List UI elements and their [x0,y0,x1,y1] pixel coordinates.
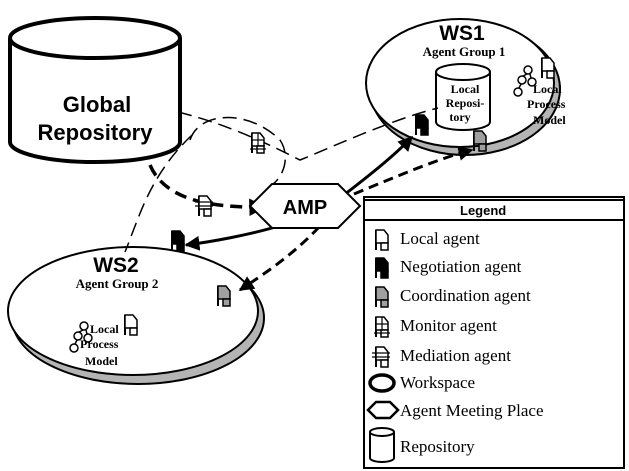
repository-icon [369,427,395,463]
legend-item-local-agent: Local agent [400,229,480,248]
monitor-line-loop-top [189,116,287,186]
legend-item-mediation-agent: Mediation agent [400,346,511,365]
global-repository-label-line2: Repository [38,120,154,145]
ws1-local-repository-line2: Reposi- [446,96,485,110]
legend-item-negotiation-agent: Negotiation agent [400,257,522,276]
global-repository: Global Repository [8,16,182,164]
monitor-line-global-to-ws1 [177,107,439,161]
ws2-group-label: Agent Group 2 [76,276,159,291]
workspace-icon [368,373,396,393]
ws1-process-model-line1: Local [533,82,562,96]
legend-item-agent-meeting-place: Agent Meeting Place [400,401,544,420]
amp-label: AMP [283,197,327,219]
ws1-process-model-line2: Process [527,97,566,111]
ws2-process-model-line3: Model [85,354,118,368]
legend-item-monitor-agent: Monitor agent [400,316,497,335]
legend-title: Legend [460,203,506,218]
negotiation-line-amp-to-ws1 [339,135,414,200]
ws1-title: WS1 [439,22,485,45]
agent-meeting-place: AMP [248,183,362,229]
ws1-local-repository-line3: tory [449,110,470,124]
negotiation-line-amp-to-ws2 [184,223,283,251]
ws2-process-model-line2: Process [80,337,119,351]
legend: Legend Local agent Negotiation agent Coo… [363,196,625,469]
monitor-line-loop-left [124,134,193,253]
workspace-ws1: WS1 Agent Group 1 Local Reposi- tory Loc… [365,18,566,156]
legend-item-workspace: Workspace [400,373,475,392]
ws1-local-repository: Local Reposi- tory [435,63,491,131]
agent-meeting-place-icon [366,400,400,420]
ws2-title: WS2 [93,254,139,277]
global-repository-label-line1: Global [63,92,131,117]
legend-item-repository: Repository [400,437,475,456]
ws1-group-label: Agent Group 1 [423,44,506,59]
ws2-process-model-line1: Local [90,322,119,336]
ws1-process-model-line3: Model [533,113,566,127]
coordination-line-amp-to-ws1 [353,146,474,196]
legend-item-coordination-agent: Coordination agent [400,286,531,305]
mediation-agent-icon [194,195,214,217]
workspace-ws2: WS2 Agent Group 2 Local Process Model [7,246,265,385]
ws1-local-repository-line1: Local [451,82,480,96]
ws2-negotiation-agent-icon [171,230,185,252]
monitor-agent-icon [249,132,267,154]
